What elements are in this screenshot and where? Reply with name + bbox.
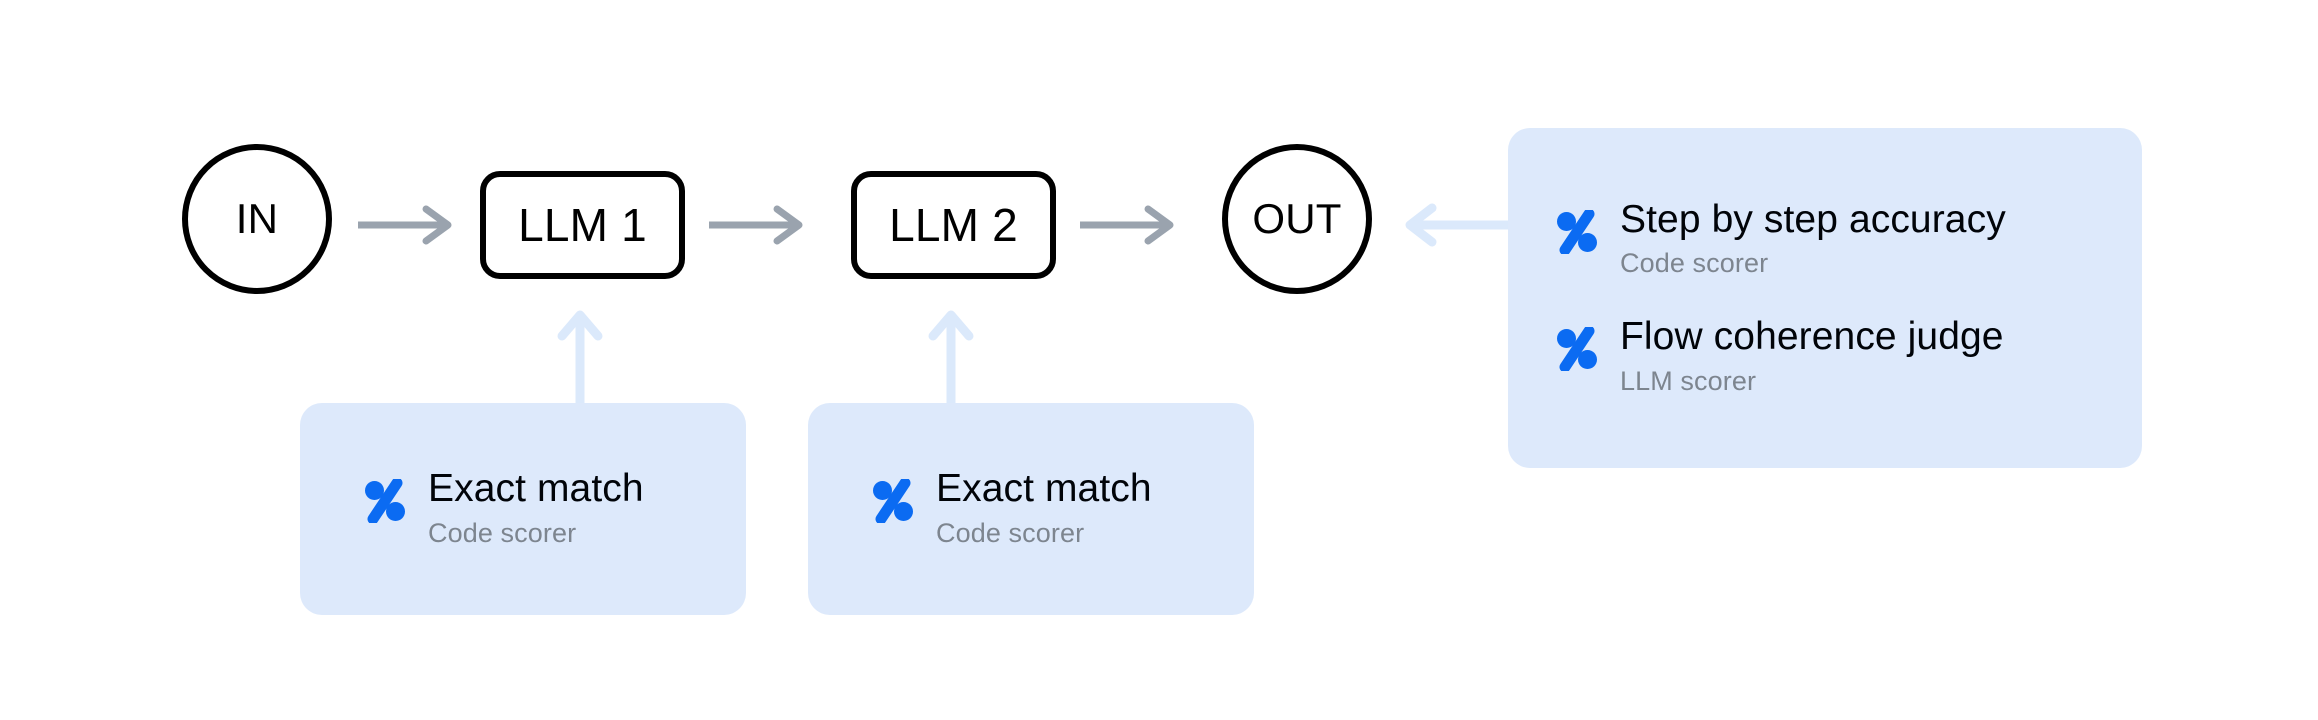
node-llm1[interactable]: LLM 1 — [480, 171, 685, 279]
scorer-item[interactable]: Exact match Code scorer — [808, 467, 1254, 550]
scorer-text: Exact match Code scorer — [428, 467, 644, 550]
scorer-percent-icon — [873, 479, 913, 524]
scorer-text: Flow coherence judge LLM scorer — [1620, 315, 2004, 398]
scorer-text: Step by step accuracy Code scorer — [1620, 198, 2006, 281]
arrow-llm2-to-out — [1080, 205, 1174, 245]
arrow-out-scorers-to-out — [1405, 203, 1508, 247]
scorer-title: Flow coherence judge — [1620, 315, 2004, 358]
scorer-item[interactable]: Exact match Code scorer — [300, 467, 746, 550]
scorer-panel-out[interactable]: Step by step accuracy Code scorer Flow c… — [1508, 128, 2142, 468]
scorer-title: Exact match — [936, 467, 1152, 511]
scorer-item[interactable]: Step by step accuracy Code scorer — [1508, 198, 2142, 281]
node-in[interactable]: IN — [182, 144, 332, 294]
scorer-panel-llm1[interactable]: Exact match Code scorer — [300, 403, 746, 615]
node-out-label: OUT — [1252, 195, 1342, 242]
node-llm2[interactable]: LLM 2 — [851, 171, 1056, 279]
node-llm2-label: LLM 2 — [889, 199, 1018, 251]
scorer-subtitle: Code scorer — [1620, 248, 1769, 279]
scorer-text: Exact match Code scorer — [936, 467, 1152, 550]
scorer-percent-icon — [1557, 327, 1597, 371]
node-llm1-label: LLM 1 — [518, 199, 647, 251]
scorer-subtitle: Code scorer — [936, 517, 1085, 548]
scorer-title: Step by step accuracy — [1620, 197, 2006, 241]
arrow-in-to-llm1 — [358, 205, 452, 245]
scorer-subtitle: Code scorer — [428, 517, 577, 548]
node-out[interactable]: OUT — [1222, 144, 1372, 294]
scorer-title: Exact match — [428, 467, 644, 511]
arrow-llm1-scorers-to-llm1 — [557, 310, 603, 406]
arrow-llm2-scorers-to-llm2 — [928, 310, 974, 406]
scorer-item[interactable]: Flow coherence judge LLM scorer — [1508, 315, 2142, 398]
scorer-percent-icon — [1557, 209, 1597, 254]
scorer-panel-llm2[interactable]: Exact match Code scorer — [808, 403, 1254, 615]
node-in-label: IN — [235, 195, 279, 242]
scorer-subtitle: LLM scorer — [1620, 365, 1757, 396]
scorer-percent-icon — [365, 479, 405, 524]
arrow-llm1-to-llm2 — [709, 205, 803, 245]
